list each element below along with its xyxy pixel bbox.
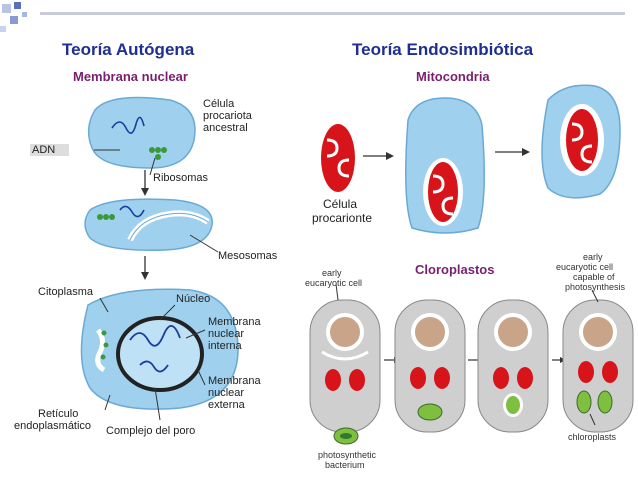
label-chloroplasts: chloroplasts: [568, 432, 617, 442]
eukaryote-cell: [80, 288, 239, 410]
top-rule: [40, 12, 625, 15]
label-eucaryotic-cell-1: eucaryotic cell: [305, 278, 363, 288]
label-membrana-2: Membrana: [208, 375, 261, 387]
label-photosynthetic: photosynthetic: [318, 450, 377, 460]
label-mesosomas: Mesosomas: [218, 250, 278, 262]
label-externa: externa: [208, 399, 245, 411]
label-capable-of: capable of: [573, 272, 615, 282]
label-nuclear-2: nuclear: [208, 387, 245, 399]
chloro-cell-3: [477, 299, 549, 433]
mito-engulf-cell: [405, 97, 485, 234]
mesosome-cell: [84, 198, 213, 251]
chloro-cell-4: [562, 299, 634, 433]
label-eucaryotic-cell-2: eucaryotic cell: [556, 262, 614, 272]
title-autogena: Teoría Autógena: [62, 40, 195, 59]
prokaryote-cell: [87, 96, 196, 169]
label-procariota: procariota: [203, 110, 252, 122]
label-reticulo: Retículo: [38, 408, 79, 420]
label-early-2: early: [583, 252, 603, 262]
label-adn: ADN: [30, 144, 70, 156]
subtitle-cloroplastos: Cloroplastos: [415, 262, 495, 277]
label-citoplasma: Citoplasma: [38, 286, 94, 298]
label-ancestral: ancestral: [203, 122, 248, 134]
label-interna: interna: [208, 340, 242, 352]
label-membrana-1: Membrana: [208, 316, 261, 328]
chloro-cell-2: [394, 299, 466, 433]
label-nuclear-1: nuclear: [208, 328, 245, 340]
mito-prokaryote: [321, 124, 355, 192]
label-nucleo: Núcleo: [176, 293, 211, 305]
label-ribosomas: Ribosomas: [153, 172, 209, 184]
label-photosynthesis: photosynthesis: [565, 282, 626, 292]
label-celula: Célula: [203, 98, 235, 110]
photosynthetic-bacterium: [333, 427, 359, 445]
corner-squares-graphic: [0, 2, 27, 32]
subtitle-mitocondria: Mitocondria: [416, 69, 490, 84]
label-celula-procarionte-1: Célula: [323, 197, 358, 211]
title-endosimbiotica: Teoría Endosimbiótica: [352, 40, 534, 59]
label-early-1: early: [322, 268, 342, 278]
subtitle-membrana-nuclear: Membrana nuclear: [73, 69, 188, 84]
mito-eukaryote: [541, 84, 621, 199]
label-procarionte: procarionte: [312, 211, 373, 225]
label-complejo-del-poro: Complejo del poro: [106, 425, 196, 437]
chloro-cell-1: [309, 299, 381, 433]
label-endoplasmatico: endoplasmático: [14, 420, 92, 432]
label-bacterium: bacterium: [325, 460, 365, 470]
